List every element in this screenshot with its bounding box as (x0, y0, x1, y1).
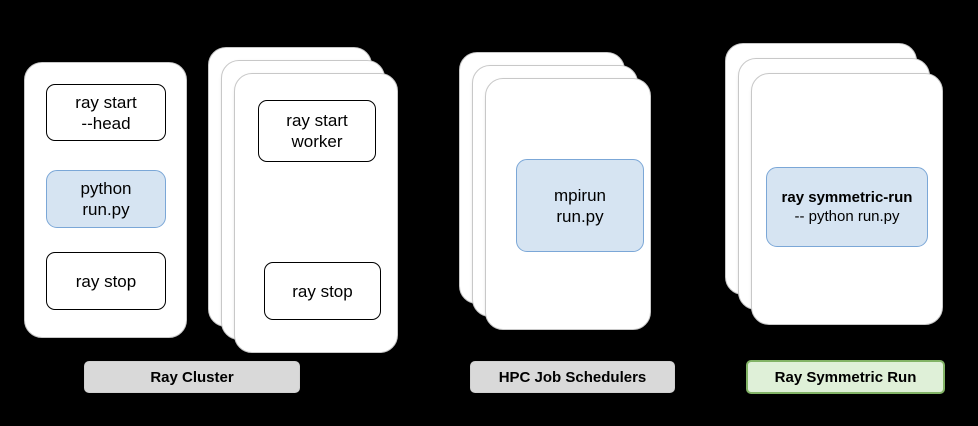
group-label-ray-cluster[interactable]: Ray Cluster (84, 361, 300, 393)
command-box-ray-start-worker[interactable]: ray start worker (258, 100, 376, 162)
command-line-2: --head (81, 113, 131, 133)
group-label-text: HPC Job Schedulers (498, 368, 647, 386)
command-line-1: ray symmetric-run (781, 189, 913, 206)
command-box-ray-symmetric-run[interactable]: ray symmetric-run -- python run.py (766, 167, 928, 247)
command-line-1: ray start (75, 92, 137, 112)
command-box-ray-stop-head[interactable]: ray stop (46, 252, 166, 310)
command-line-2: run.py (82, 200, 130, 219)
command-line-1: ray stop (75, 271, 137, 291)
command-line-2: worker (291, 132, 343, 151)
command-line-1: mpirun (554, 185, 606, 205)
group-label-ray-symmetric-run[interactable]: Ray Symmetric Run (746, 360, 945, 394)
command-line-1: python (80, 179, 132, 198)
group-label-text: Ray Cluster (150, 368, 234, 386)
command-line-2: run.py (556, 206, 604, 226)
group-label-text: Ray Symmetric Run (774, 368, 917, 386)
command-box-mpirun-run-py[interactable]: mpirun run.py (516, 159, 644, 252)
command-line-1: ray stop (292, 281, 353, 301)
command-box-python-run-py[interactable]: python run.py (46, 170, 166, 228)
group-label-hpc-job-schedulers[interactable]: HPC Job Schedulers (470, 361, 675, 393)
command-line-2: -- python run.py (794, 208, 900, 225)
command-box-ray-start-head[interactable]: ray start --head (46, 84, 166, 141)
command-line-1: ray start (286, 111, 348, 130)
command-box-ray-stop-worker[interactable]: ray stop (264, 262, 381, 320)
